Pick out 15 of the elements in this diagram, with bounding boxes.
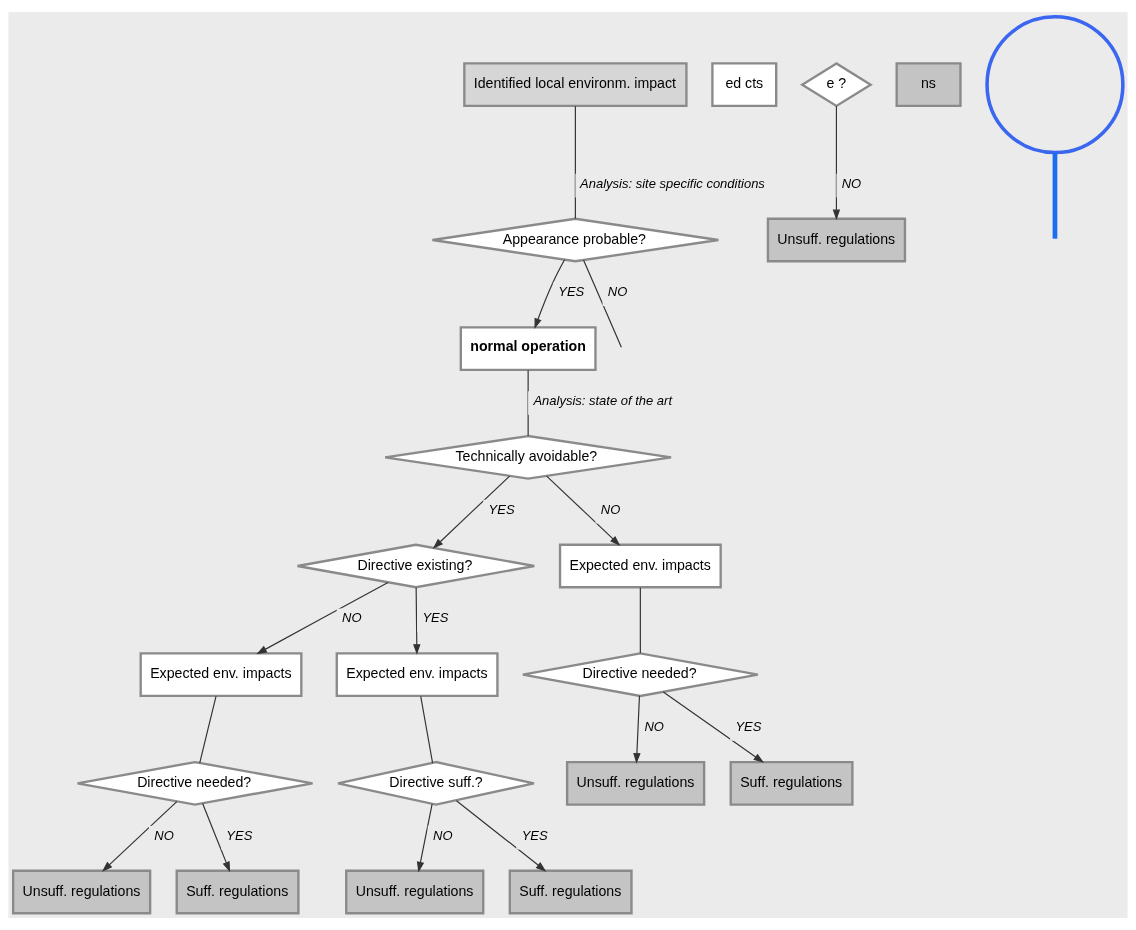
edge-label: YES bbox=[226, 827, 253, 843]
edge-label: YES bbox=[422, 610, 449, 626]
edge-label: NO bbox=[644, 719, 664, 735]
edge-label: NO bbox=[342, 610, 362, 626]
edge-label: NO bbox=[154, 827, 174, 843]
edge-label: YES bbox=[488, 501, 515, 517]
edge-label: Analysis: site specific conditions bbox=[580, 175, 765, 191]
edge-label: NO bbox=[600, 501, 621, 517]
edge-label: NO bbox=[607, 284, 628, 300]
edge-label: YES bbox=[558, 284, 585, 300]
edge-label: Analysis: state of the art bbox=[533, 393, 673, 409]
edge-label: NO bbox=[841, 175, 862, 191]
edge-label: YES bbox=[735, 719, 762, 735]
edge-label: YES bbox=[521, 827, 548, 843]
edge-label: NO bbox=[433, 827, 453, 843]
